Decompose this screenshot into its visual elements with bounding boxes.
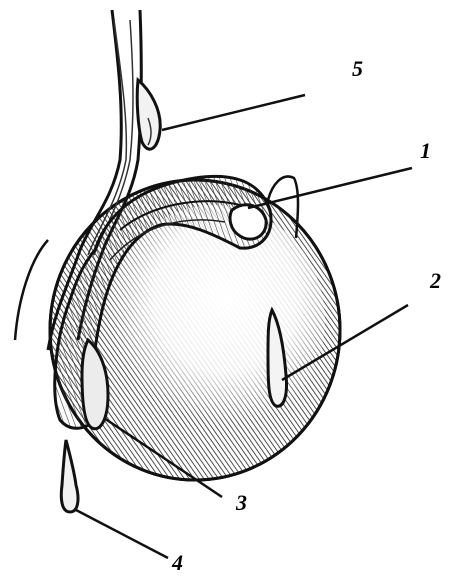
label-2: 2 [430, 270, 441, 292]
appendix-pendant [61, 440, 78, 512]
appendix-testis [230, 205, 266, 239]
label-1: 1 [420, 140, 431, 162]
label-3: 3 [236, 492, 247, 514]
appendix-upper [137, 80, 160, 149]
label-4: 4 [172, 552, 183, 574]
leader-line-4 [76, 510, 168, 558]
label-5: 5 [352, 58, 363, 80]
leader-line-5 [162, 95, 305, 130]
